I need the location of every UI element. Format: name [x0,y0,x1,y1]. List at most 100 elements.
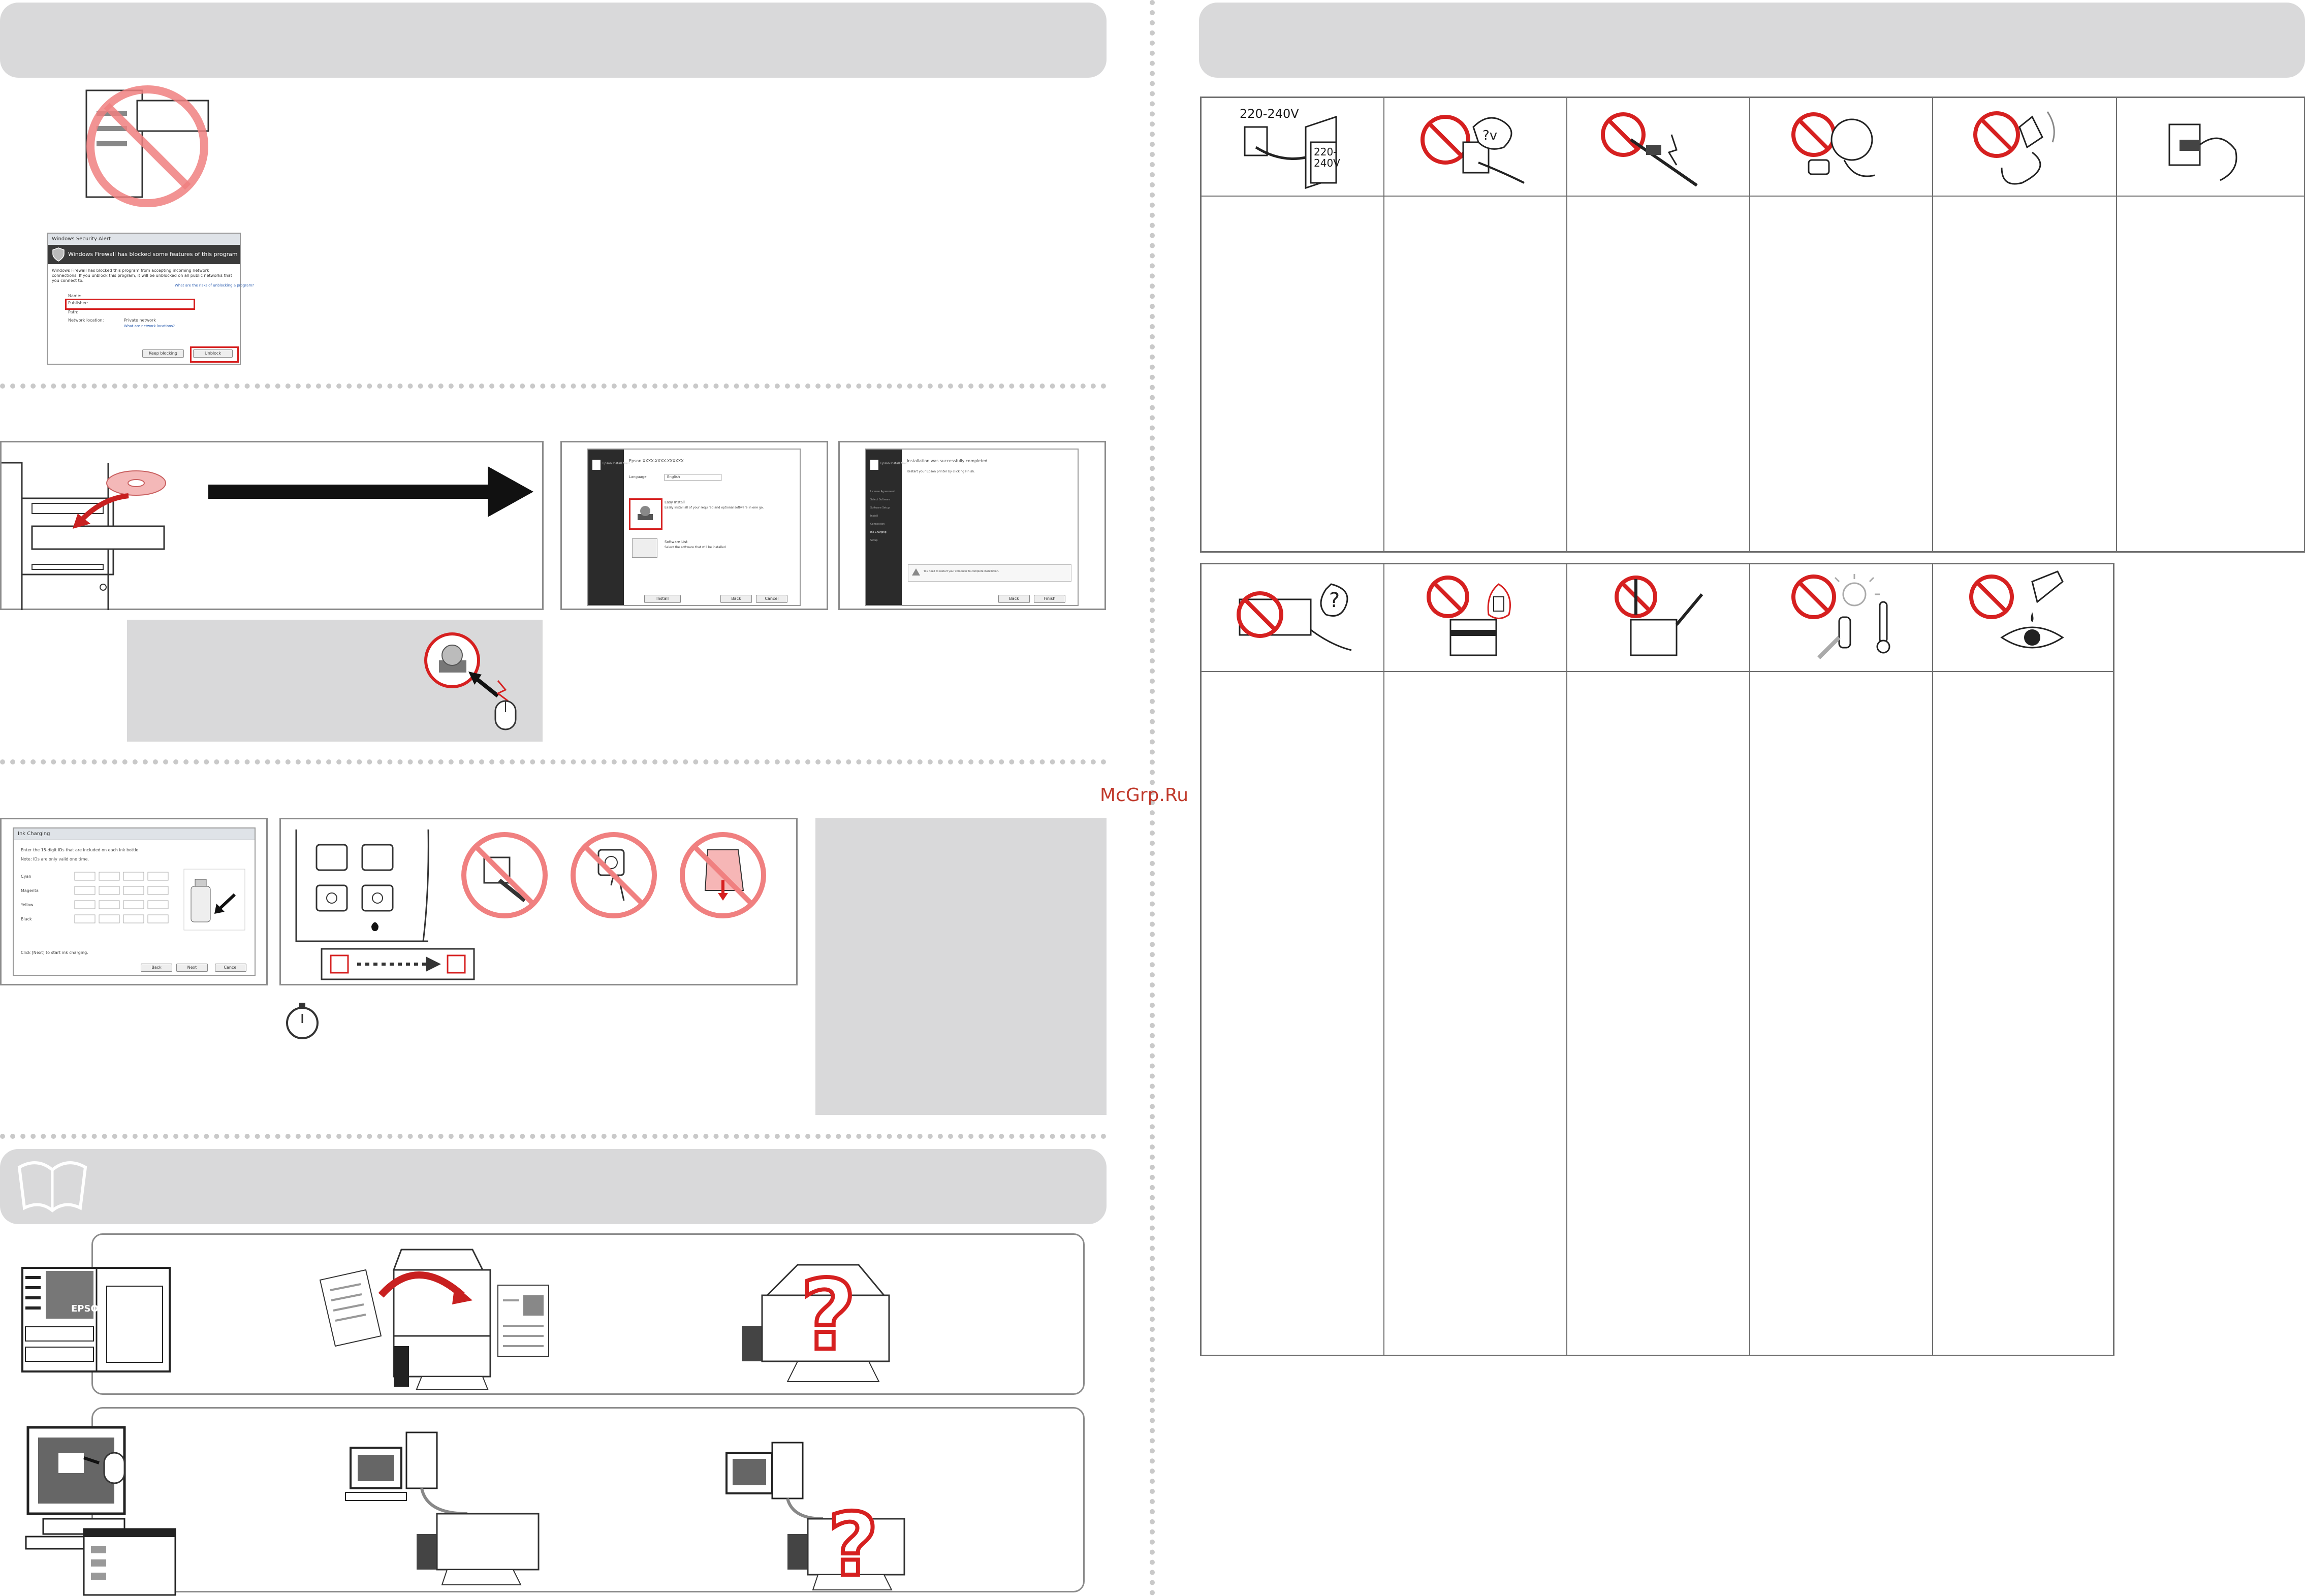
ink-back-button[interactable]: Back [141,964,172,972]
no-damaged-cord-icon [1601,112,1698,187]
installer-2-note-box: You need to restart your computer to com… [908,564,1071,582]
no-cable-computer-illustration [85,85,209,207]
no-open-scanner-icon [680,832,766,918]
language-select-value: English [667,475,680,479]
unblock-button[interactable]: Unblock [193,349,233,358]
ink-cancel-button[interactable]: Cancel [215,964,246,972]
manual-frame-1 [91,1233,1085,1395]
no-disassemble-icon [1615,576,1703,656]
ink-color-cyan: Cyan [21,874,31,879]
ink-id-fields[interactable] [74,872,171,928]
ink-bottle-icon [183,869,245,931]
safety-grid-1-header-line [1202,196,2304,197]
safety-grid-2 [1200,563,2114,1356]
installer-sidebar-1: Epson Install Navi [588,450,629,605]
firewall-network-link[interactable]: What are network locations? [124,324,175,328]
ink-color-yellow: Yellow [21,903,34,907]
firewall-publisher-label: Publisher: [68,301,88,305]
installer-2-button-2[interactable]: Finish [1034,595,1065,603]
installer-1-button-1[interactable]: Install [644,595,681,603]
installer-1-option2-text: Select the software that will be install… [665,546,726,549]
installer-window-2: Epson Install Navi License Agreement Sel… [865,449,1079,606]
section-header-band-2 [0,1149,1107,1224]
copy-printer-illustration [319,1249,549,1390]
easy-install-highlight[interactable] [629,498,662,530]
open-book-icon [17,1161,87,1212]
firewall-path-label: Path: [68,310,79,314]
control-panel-illustration [295,829,475,980]
installer-2-title: Epson Install Navi [880,462,908,465]
ink-charging-window: Ink Charging Enter the 15-digit IDs that… [13,827,256,976]
watermark: McGrp.Ru [1100,785,1189,806]
installer-2-button-1[interactable]: Back [998,595,1030,603]
divider-2 [0,759,1107,764]
firewall-name-label: Name: [68,294,82,298]
section-header-band-1 [0,3,1107,78]
firewall-publisher-highlight [65,299,195,310]
ink-id-field-grid[interactable] [74,872,171,928]
installer-2-step-1: License Agreement [870,490,895,493]
installer-1-option2-title: Software List [665,540,688,544]
ink-next-button[interactable]: Next [176,964,208,972]
ink-charging-frame: Ink Charging Enter the 15-digit IDs that… [0,818,268,985]
no-ink-contact-icon [1973,111,2055,185]
svg-text:?: ? [828,1495,878,1595]
installer-1-button-3[interactable]: Cancel [756,595,787,603]
no-liquid-icon [1427,576,1511,656]
unblock-highlight [190,346,239,363]
ink-dialog-line1: Enter the 15-digit IDs that are included… [21,848,140,852]
unplug-hand-icon [2168,123,2237,181]
safety-grid-1 [1200,97,2305,553]
firewall-dialog-title: Windows Security Alert [48,234,240,245]
page-divider [1150,0,1155,1596]
installer-2-step-7: Setup [870,539,878,542]
installer-1-header: Epson XXXX-XXXX-XXXXXX [629,459,684,463]
safety-grid-2-col-2 [1383,564,1384,1355]
install-autoplay-icon [424,632,517,730]
installer-2-step-3: Software Setup [870,506,890,509]
installer-1-title: Epson Install Navi [603,462,630,465]
svg-text:?v: ?v [1482,128,1497,143]
firewall-risk-link[interactable]: What are the risks of unblocking a progr… [175,283,254,288]
divider-3 [0,1134,1107,1139]
installer-2-note: You need to restart your computer to com… [924,570,999,573]
installer-2-step-6: Ink Charging [870,531,887,534]
firewall-alert-screenshot: Windows Security Alert Windows Firewall … [47,233,254,365]
epson-logo-icon [592,460,601,470]
installer-2-step-5: Connection [870,523,885,526]
installer-1-option1-title: Easy Install [665,500,685,504]
note-box-2 [815,818,1107,1115]
firewall-dialog-body: Windows Firewall has blocked this progra… [52,268,232,283]
manual-frame-2 [91,1407,1085,1592]
no-damaged-printer-icon: ? [1237,583,1352,651]
ink-dialog-title: Ink Charging [14,828,255,840]
installer-screenshot-2-frame: Epson Install Navi License Agreement Sel… [838,441,1106,610]
no-unplug-icon [461,832,548,918]
ink-color-magenta: Magenta [21,888,39,893]
safety-grid-1-col-6 [2116,98,2117,551]
no-heat-icon [1791,574,1890,659]
section-header-band-3 [1199,3,2305,78]
online-manual-illustration [25,1426,176,1596]
safety-grid-1-col-3 [1566,98,1567,551]
install-disc-icon [638,506,653,520]
insert-cd-panel [0,441,544,610]
epson-logo-icon-2 [870,460,878,470]
software-list-icon[interactable] [632,538,657,558]
installer-1-button-2[interactable]: Back [720,595,752,603]
manual-brand: EPSON [71,1303,106,1314]
computer-cd-drive-illustration [2,462,166,610]
safety-grid-2-col-4 [1749,564,1750,1355]
firewall-dialog-heading-bar: Windows Firewall has blocked some featur… [48,245,240,264]
installer-screenshot-1-frame: Epson Install Navi Epson XXXX-XXXX-XXXXX… [560,441,828,610]
arrow-right-icon [208,466,533,517]
keep-blocking-button[interactable]: Keep blocking [142,349,184,358]
warning-icon [912,568,920,576]
safety-grid-2-col-3 [1566,564,1567,1355]
installer-2-sub: Restart your Epson printer by clicking F… [907,470,975,473]
safety-grid-2-header-line [1202,671,2113,672]
installer-2-step-4: Install [870,515,878,518]
language-select[interactable]: English [665,474,721,481]
safety-grid-1-col-4 [1749,98,1750,551]
installer-sidebar-2: Epson Install Navi License Agreement Sel… [866,450,907,605]
